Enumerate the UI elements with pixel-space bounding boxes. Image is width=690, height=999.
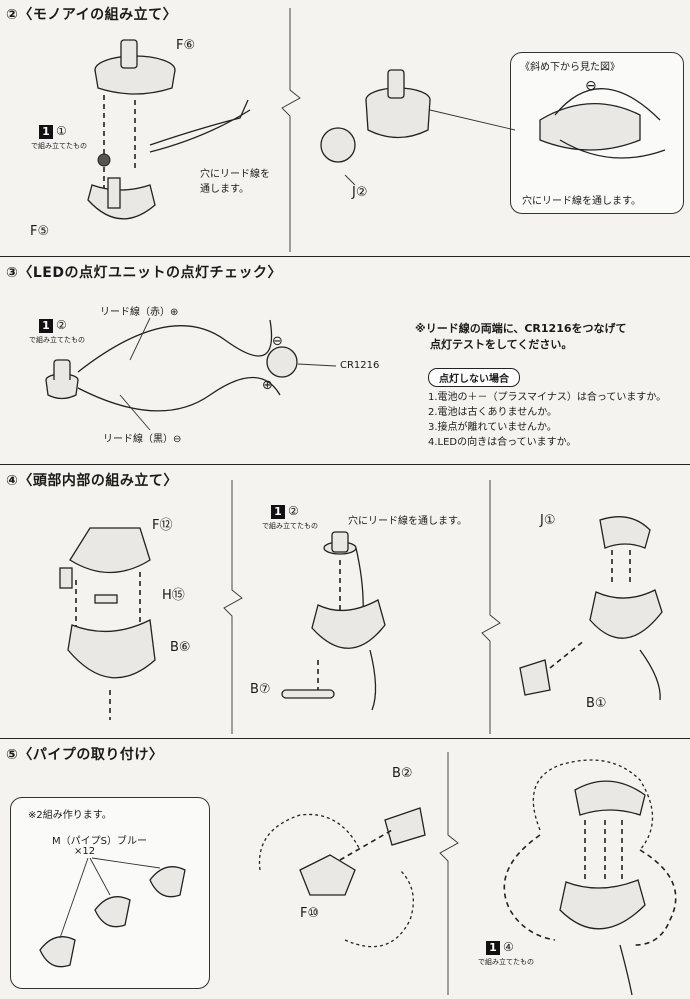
battery-minus: ⊖ (272, 334, 283, 349)
section-5-title: ⑤〈パイプの取り付け〉 (6, 747, 164, 763)
head-internal-assembly (59, 516, 663, 720)
step-badge: 1 (39, 125, 53, 139)
step-ref: ④ (503, 940, 514, 954)
section-3-title: ③〈LEDの点灯ユニットの点灯チェック〉 (6, 265, 282, 281)
step-caption: で組み立てたもの (478, 958, 534, 966)
part-b7-label: B⑦ (250, 682, 271, 697)
divider-3 (0, 464, 690, 465)
step-ref: ② (56, 318, 67, 332)
part-j2-label: J② (352, 185, 368, 200)
panel-separators (223, 8, 501, 995)
lead-black-label: リード線（黒）⊖ (103, 434, 182, 445)
step-caption: で組み立てたもの (262, 522, 318, 530)
inset-title: 《斜め下から見た図》 (520, 62, 620, 73)
check-item: 2.電池は古くありませんか。 (428, 407, 558, 418)
check-item: 3.接点が離れていませんか。 (428, 422, 557, 433)
divider-4 (0, 738, 690, 739)
step-badge: 1 (271, 505, 285, 519)
part-f6-label: F⑥ (176, 38, 196, 53)
part-f10-label: F⑩ (300, 906, 320, 921)
section-2-title: ②〈モノアイの組み立て〉 (6, 7, 178, 23)
pipe-quantity: ×12 (74, 846, 96, 857)
wire-note-line1: 穴にリード線を (200, 169, 270, 180)
step-ref: ② (288, 504, 299, 518)
step-badge: 1 (39, 319, 53, 333)
section-4-title: ④〈頭部内部の組み立て〉 (6, 473, 178, 489)
part-b6-label: B⑥ (170, 640, 191, 655)
minus-symbol: ⊖ (585, 78, 597, 94)
battery-label: CR1216 (340, 360, 380, 371)
part-f5-label: F⑤ (30, 224, 50, 239)
troubleshoot-list: 1.電池の＋－（プラスマイナス）は合っていますか。 2.電池は古くありませんか。… (428, 390, 666, 450)
part-f12-label: F⑫ (152, 518, 173, 533)
test-note-line1: ※リード線の両端に、CR1216をつなげて (415, 322, 627, 335)
part-b1-label: B① (586, 696, 607, 711)
check-item: 1.電池の＋－（プラスマイナス）は合っていますか。 (428, 392, 667, 403)
lead-red-label: リード線（赤）⊕ (100, 307, 179, 318)
inset-note: 穴にリード線を通します。 (522, 196, 641, 207)
test-note-line2: 点灯テストをしてください。 (430, 338, 573, 351)
wire-note: 穴にリード線を通します。 (348, 516, 467, 527)
led-check-circuit (45, 317, 337, 431)
part-j1-label: J① (540, 513, 556, 528)
troubleshoot-heading: 点灯しない場合 (428, 368, 520, 387)
make-two-note: ※2組み作ります。 (28, 810, 112, 821)
step-ref: ① (56, 124, 67, 138)
monoeye-assembly (87, 39, 666, 220)
step-badge: 1 (486, 941, 500, 955)
pipe-name: M（パイプS）ブルー (52, 836, 147, 847)
divider-2 (0, 256, 690, 257)
pipe-assembly (39, 759, 677, 996)
part-b2-label: B② (392, 766, 413, 781)
part-h15-label: H⑮ (162, 588, 185, 603)
wire-note-line2: 通します。 (200, 184, 249, 195)
battery-plus: ⊕ (262, 378, 273, 393)
step-caption: で組み立てたもの (29, 336, 85, 344)
check-item: 4.LEDの向きは合っていますか。 (428, 437, 577, 448)
step-caption: で組み立てたもの (31, 142, 87, 150)
